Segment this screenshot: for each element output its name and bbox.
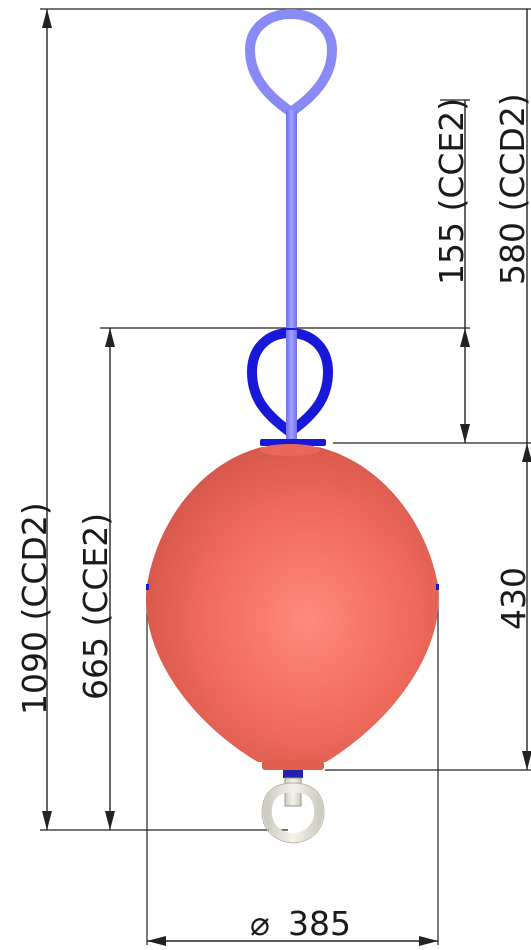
diameter-label: 385 [288,904,351,943]
diameter-symbol: ⌀ [250,904,270,943]
rod-length-label: 580 (CCD2) [493,93,531,285]
bottom-nut [283,770,303,778]
upper-eye-label: 155 (CCE2) [432,98,471,285]
eye-to-float-arrow-bottom [105,811,115,830]
bottom-eye-loop [262,783,324,843]
float-bottom-cap [262,760,324,770]
overall-height-label: 1090 (CCD2) [15,502,54,715]
rod [286,110,297,445]
float-side-mark-left [146,584,149,590]
bottom-eye-outline [261,782,325,844]
float-body [145,447,439,762]
diameter-arrow-right [419,936,438,946]
upper-eye-arrow-bottom [460,424,470,443]
float-height-arrow-top [522,443,531,462]
float-height-arrow-bottom [522,751,531,770]
top-plate [260,439,326,446]
float-height-label: 430 [494,567,531,630]
upper-eye-loop [244,8,338,119]
eye-to-float-label: 665 (CCE2) [76,513,115,700]
eye-to-float-arrow-top [105,328,115,347]
diameter-arrow-left [147,936,166,946]
overall-height-arrow-bottom [42,811,52,830]
float-side-mark-right [436,584,439,590]
rod-overlay [286,330,297,440]
overall-height-arrow-top [42,9,52,28]
float-top-cap [260,444,320,456]
upper-eye-arrow-top [460,328,470,347]
